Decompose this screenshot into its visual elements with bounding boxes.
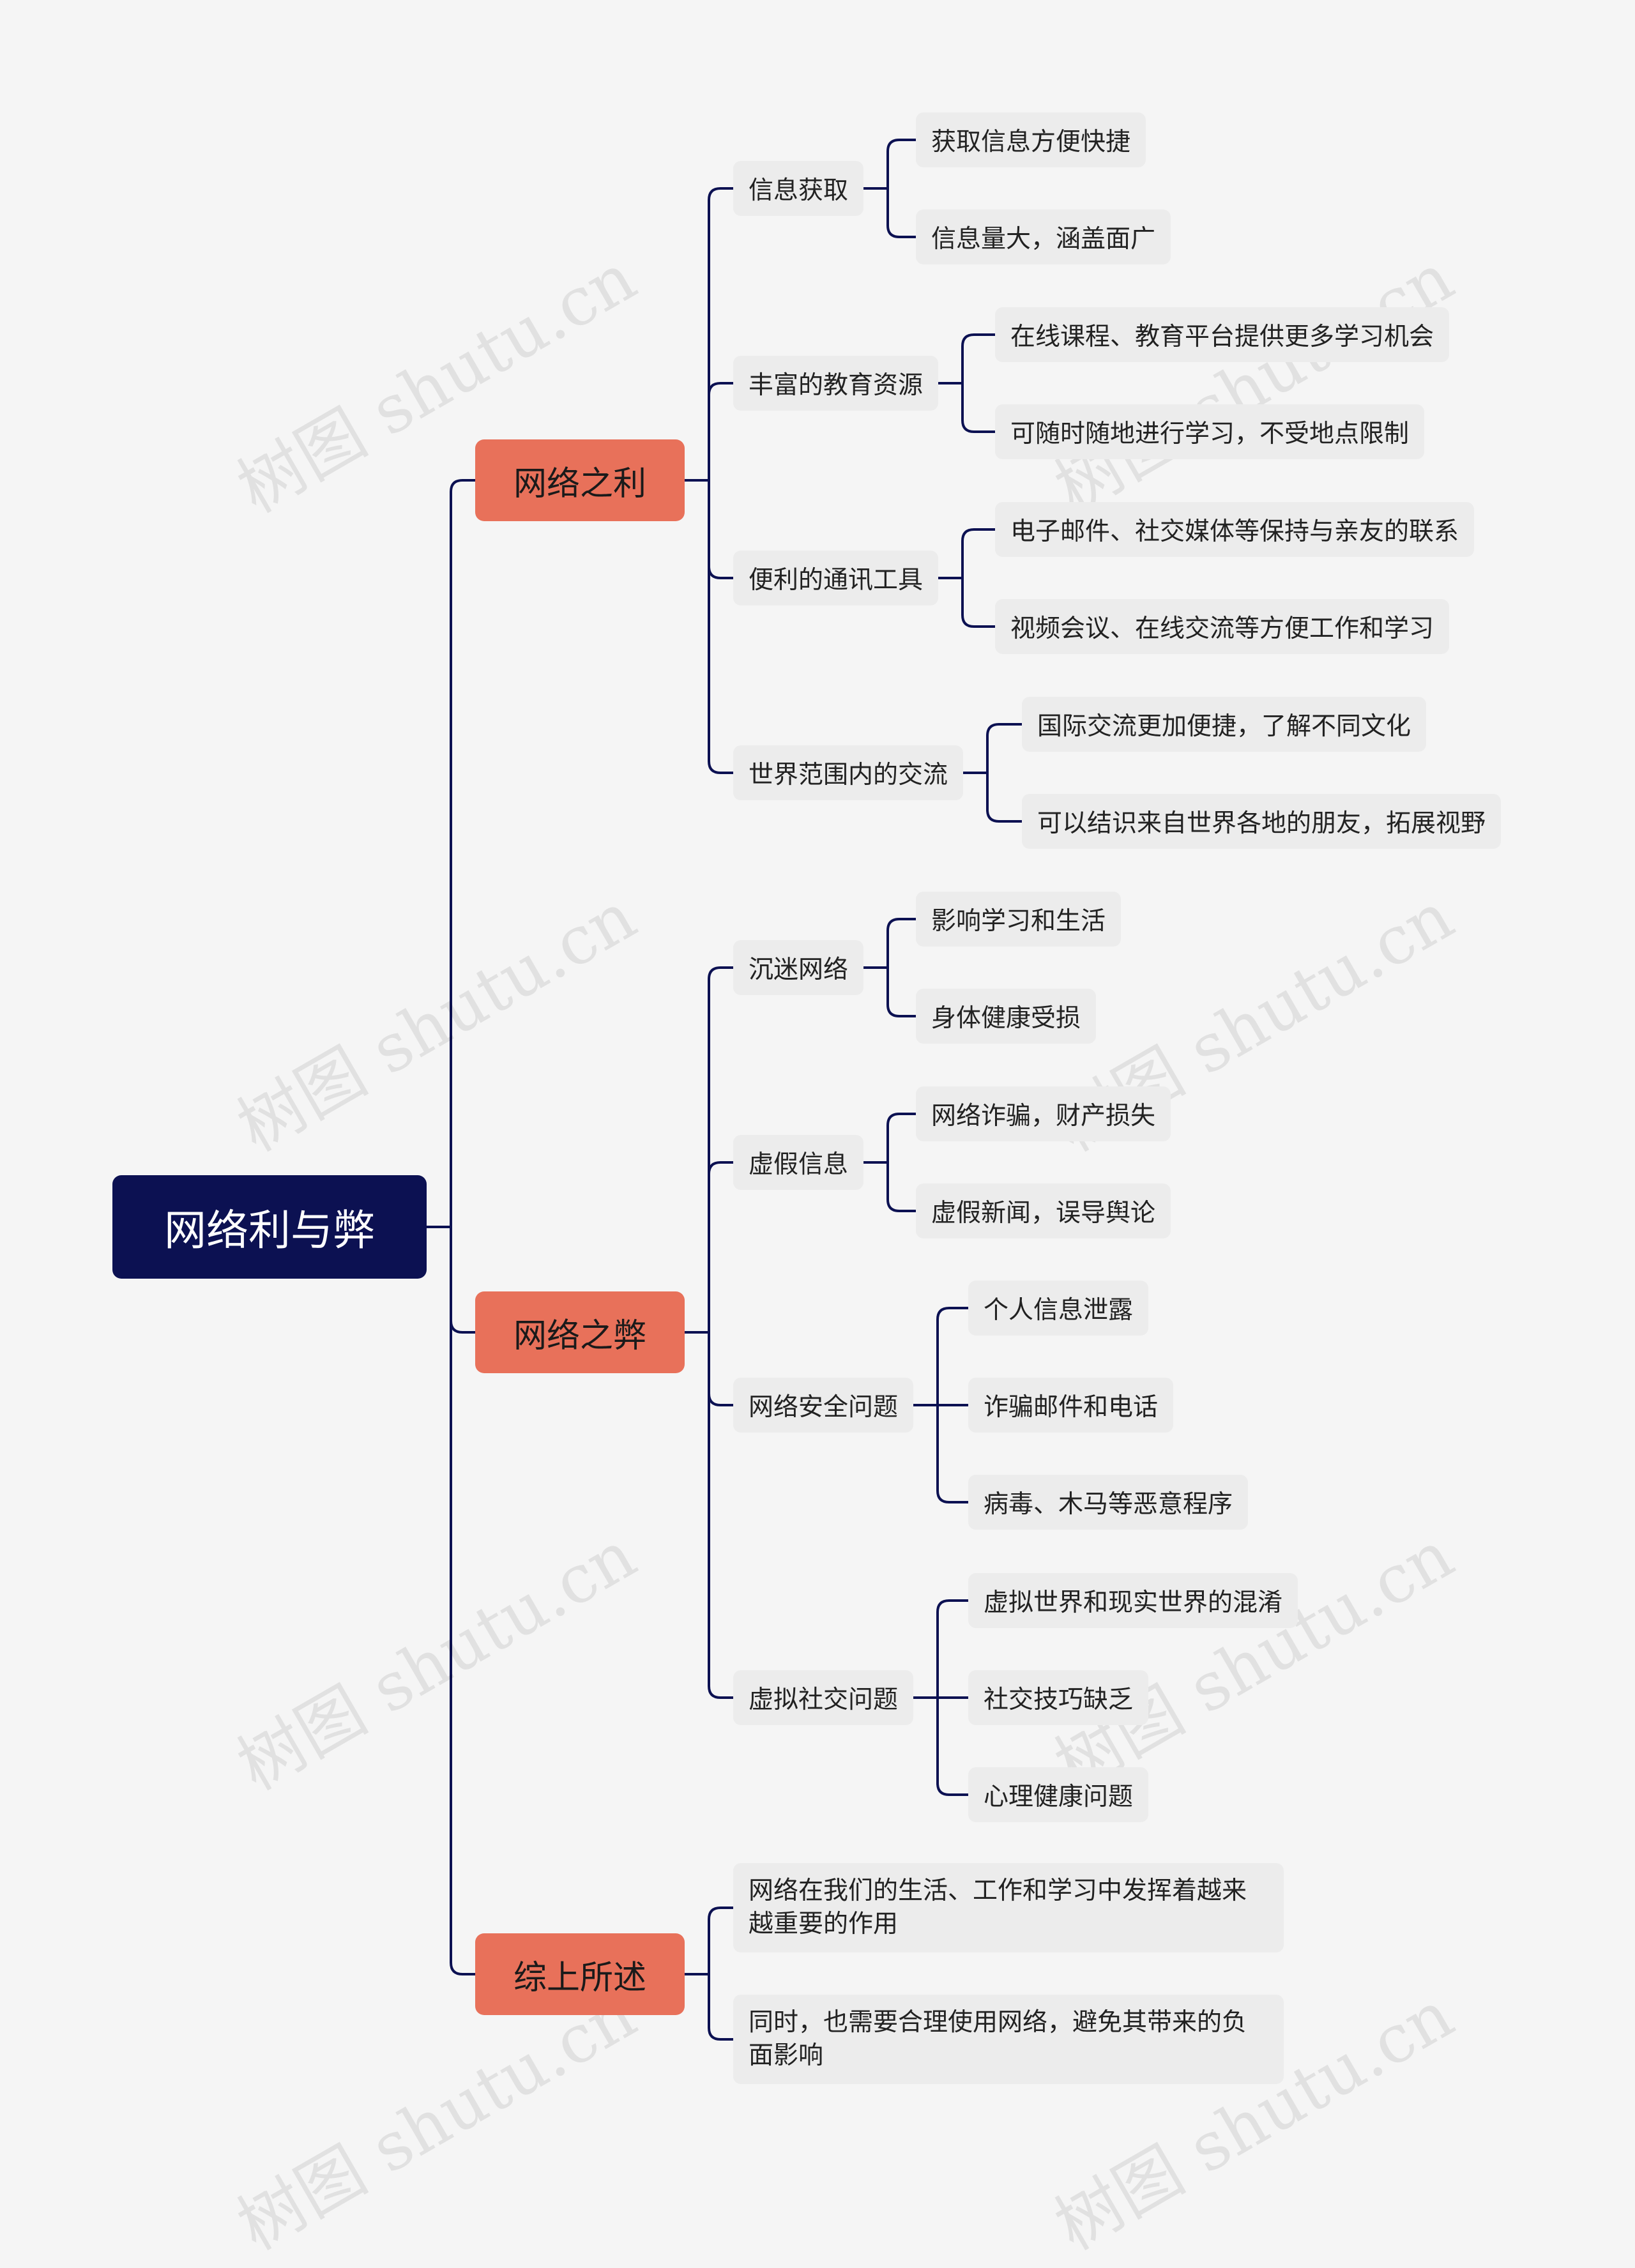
connector-line — [986, 773, 1022, 823]
subtopic-node[interactable]: 沉迷网络 — [733, 940, 864, 995]
subtopic-node[interactable]: 信息获取 — [733, 161, 864, 216]
leaf-node[interactable]: 社交技巧缺乏 — [968, 1670, 1149, 1725]
leaf-node[interactable]: 可随时随地进行学习，不受地点限制 — [995, 404, 1425, 459]
connector-line — [886, 1162, 916, 1212]
leaf-node[interactable]: 国际交流更加便捷，了解不同文化 — [1022, 697, 1427, 752]
leaf-node[interactable]: 电子邮件、社交媒体等保持与亲友的联系 — [995, 502, 1475, 557]
connector-line — [708, 1974, 733, 2041]
connector-line — [886, 918, 916, 968]
leaf-node[interactable]: 信息量大，涵盖面广 — [916, 209, 1171, 264]
connector-line — [936, 1307, 968, 1405]
connector-line — [708, 1906, 733, 1974]
subtopic-node[interactable]: 丰富的教育资源 — [733, 356, 939, 411]
connector-line — [708, 1332, 733, 1406]
connector-line — [450, 479, 475, 1227]
branch-node-advantages[interactable]: 网络之利 — [475, 439, 685, 521]
connector-line — [708, 1332, 733, 1699]
connector-line — [708, 382, 733, 480]
leaf-node[interactable]: 获取信息方便快捷 — [916, 112, 1146, 167]
leaf-node[interactable]: 网络诈骗，财产损失 — [916, 1086, 1171, 1141]
leaf-node[interactable]: 虚拟世界和现实世界的混淆 — [968, 1573, 1298, 1628]
leaf-node[interactable]: 个人信息泄露 — [968, 1281, 1149, 1336]
connector-line — [708, 480, 733, 579]
subtopic-node[interactable]: 虚拟社交问题 — [733, 1670, 914, 1725]
connector-line — [886, 139, 916, 188]
leaf-node[interactable]: 身体健康受损 — [916, 989, 1097, 1044]
leaf-node[interactable]: 可以结识来自世界各地的朋友，拓展视野 — [1022, 794, 1502, 849]
leaf-node[interactable]: 影响学习和生活 — [916, 892, 1122, 947]
connector-lines — [427, 139, 1022, 2041]
connector-line — [886, 188, 916, 238]
connector-line — [450, 1227, 475, 1334]
connector-line — [936, 1698, 968, 1796]
root-node[interactable]: 网络利与弊 — [112, 1175, 427, 1279]
leaf-node[interactable]: 病毒、木马等恶意程序 — [968, 1475, 1249, 1530]
branch-node-conclusion[interactable]: 综上所述 — [475, 1933, 685, 2015]
branch-node-disadvantages[interactable]: 网络之弊 — [475, 1291, 685, 1373]
subtopic-node[interactable]: 虚假信息 — [733, 1135, 864, 1190]
leaf-node[interactable]: 心理健康问题 — [968, 1767, 1149, 1822]
connector-line — [961, 578, 995, 628]
connector-line — [961, 383, 995, 433]
conclusion-node[interactable]: 同时，也需要合理使用网络，避免其带来的负面影响 — [733, 1995, 1284, 2084]
conclusion-node[interactable]: 网络在我们的生活、工作和学习中发挥着越来越重要的作用 — [733, 1863, 1284, 1952]
mind-map-canvas: 树图 shutu.cn 树图 shutu.cn 树图 shutu.cn 树图 s… — [112, 112, 1502, 2265]
leaf-node[interactable]: 视频会议、在线交流等方便工作和学习 — [995, 599, 1450, 654]
leaf-node[interactable]: 诈骗邮件和电话 — [968, 1378, 1174, 1433]
connector-line — [708, 480, 733, 774]
leaf-node[interactable]: 在线课程、教育平台提供更多学习机会 — [995, 307, 1450, 362]
connector-line — [961, 528, 995, 578]
connector-line — [986, 723, 1022, 773]
connector-line — [886, 1113, 916, 1162]
connector-line — [708, 187, 733, 480]
subtopic-node[interactable]: 世界范围内的交流 — [733, 745, 964, 800]
subtopic-node[interactable]: 网络安全问题 — [733, 1378, 914, 1433]
connector-line — [961, 333, 995, 383]
connector-line — [936, 1405, 968, 1503]
connector-line — [886, 968, 916, 1017]
subtopic-node[interactable]: 便利的通讯工具 — [733, 551, 939, 605]
connector-line — [450, 1227, 475, 1975]
leaf-node[interactable]: 虚假新闻，误导舆论 — [916, 1183, 1171, 1238]
connector-line — [936, 1599, 968, 1698]
connector-line — [708, 1161, 733, 1332]
connector-line — [708, 966, 733, 1332]
